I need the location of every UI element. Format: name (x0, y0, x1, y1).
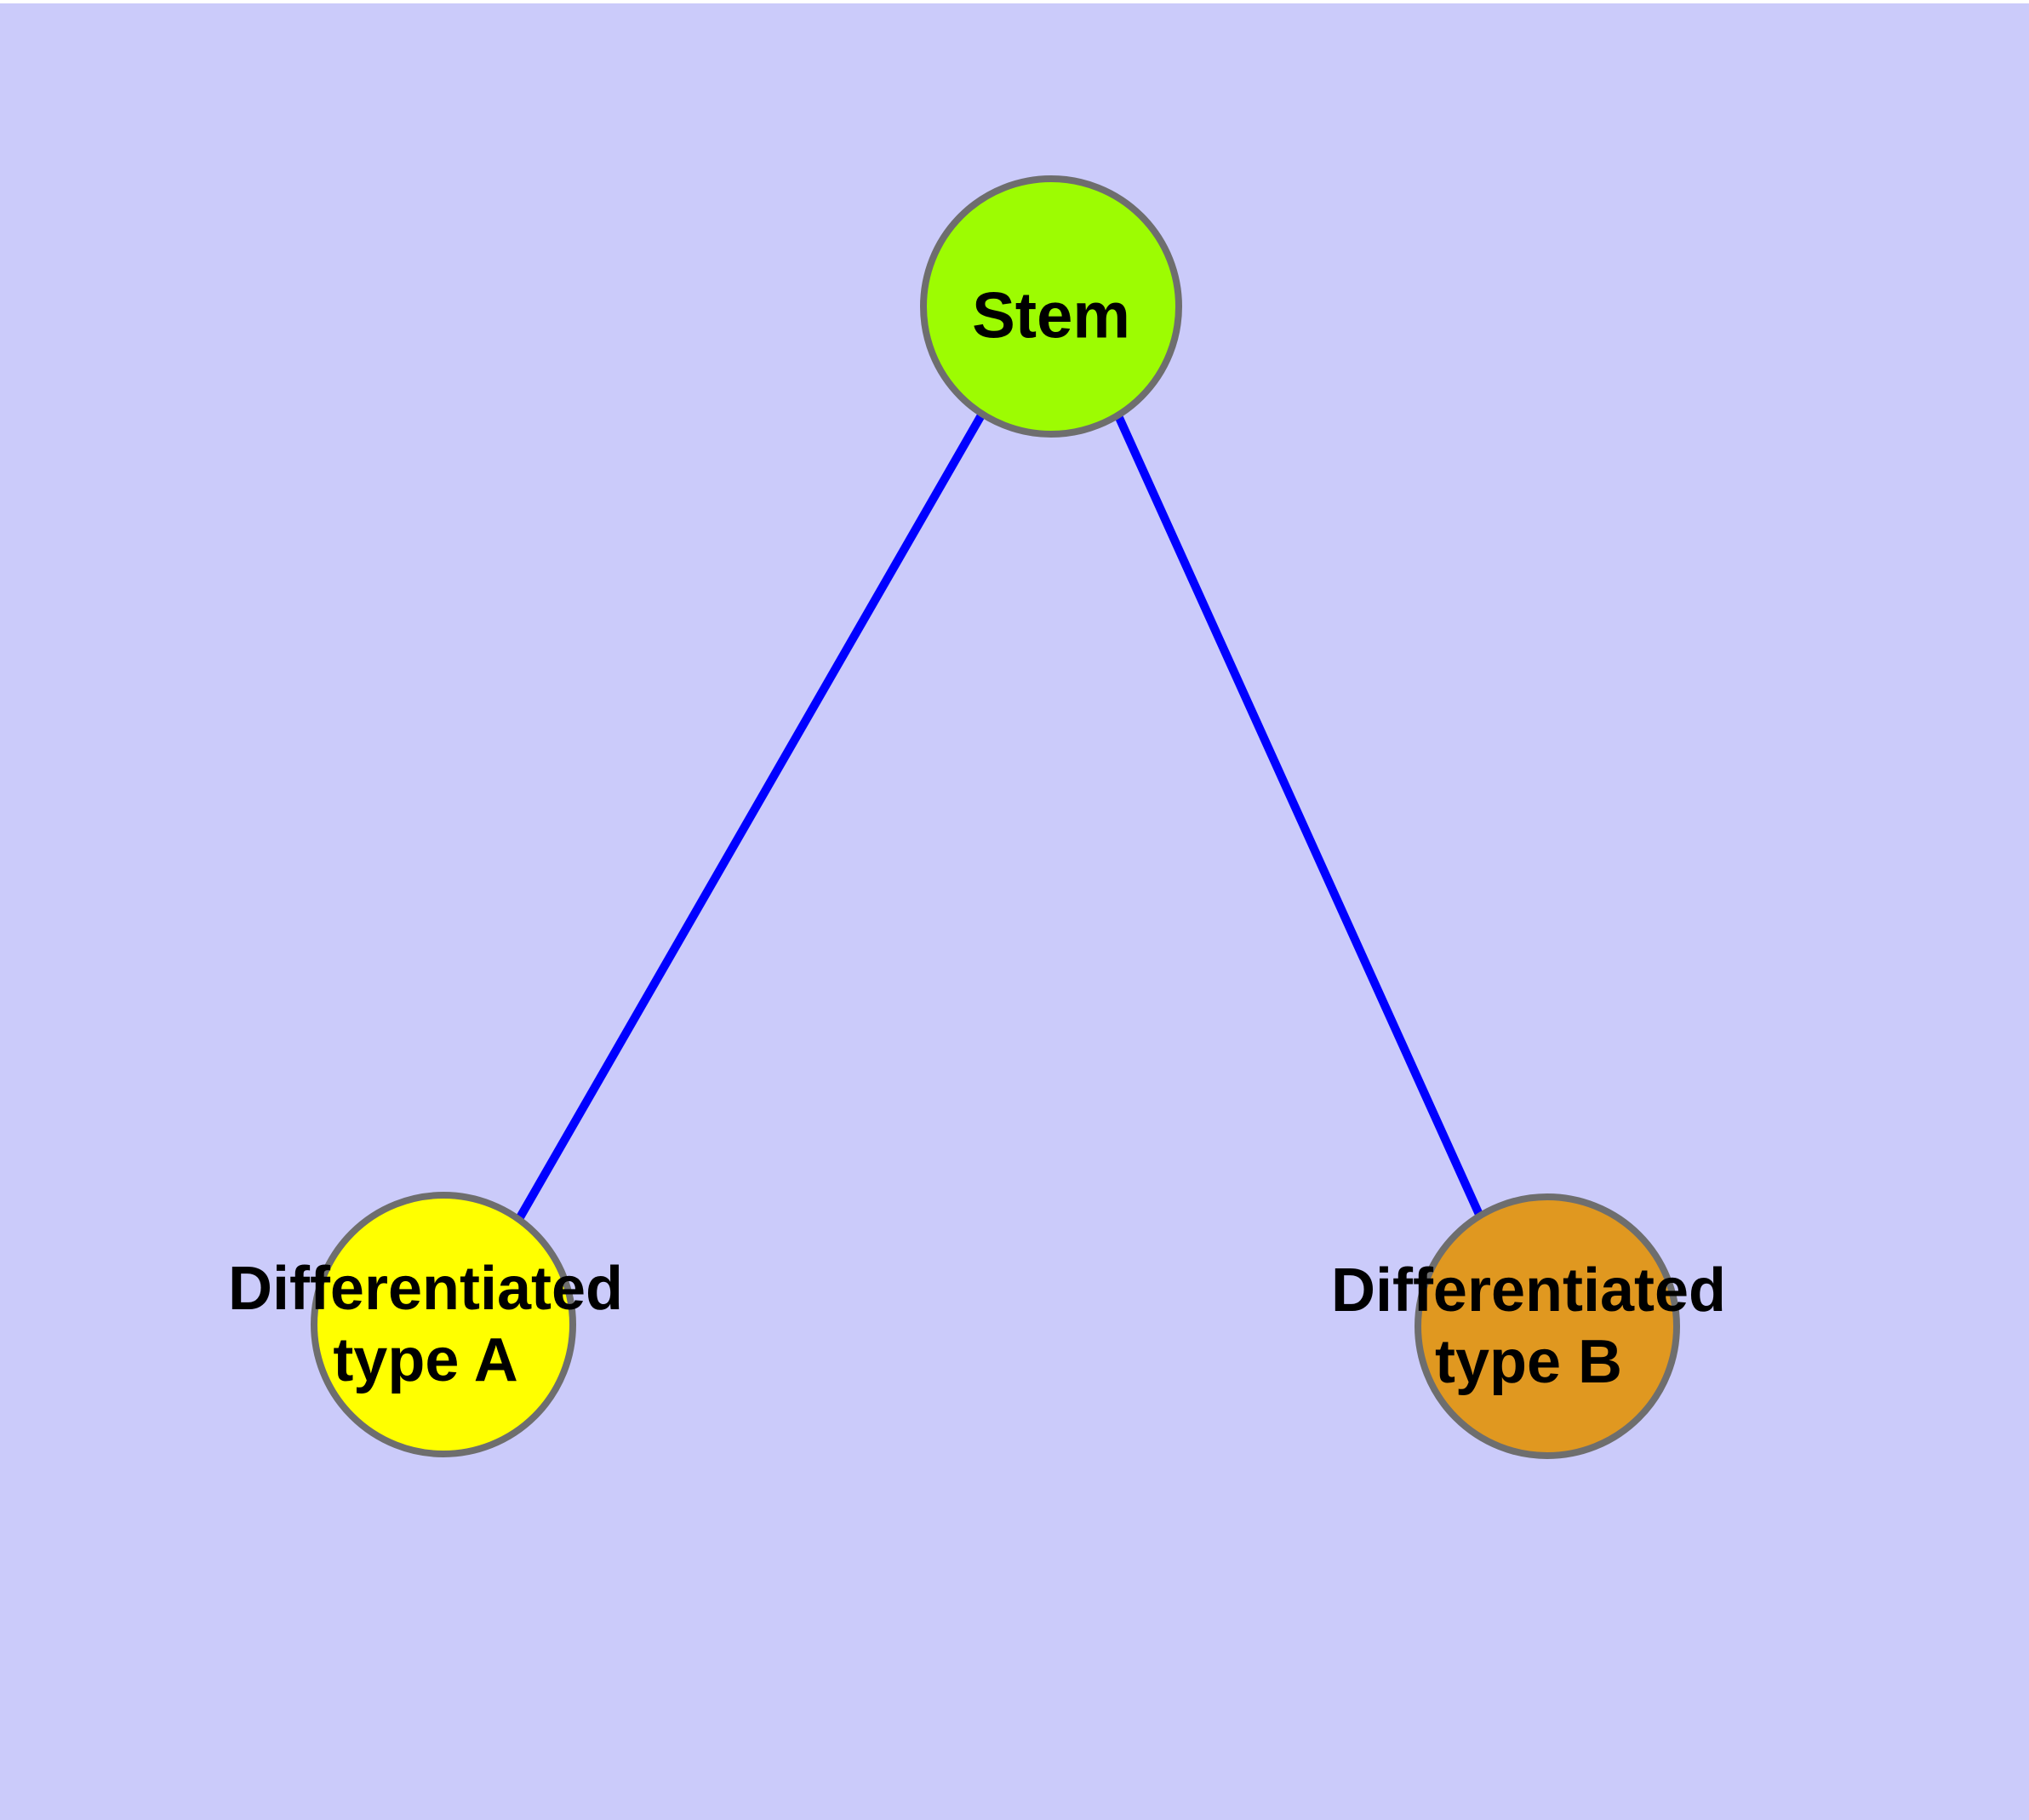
top-white-strip (0, 0, 2029, 3)
edge-stem-to-diff-a (512, 411, 986, 1226)
node-differentiated-type-b[interactable] (1415, 1193, 1680, 1459)
node-differentiated-type-a[interactable] (311, 1192, 576, 1457)
edge-layer (512, 409, 1489, 1228)
node-stem[interactable] (920, 175, 1182, 438)
node-layer (311, 175, 1680, 1459)
edge-stem-to-diff-b (1112, 409, 1489, 1228)
